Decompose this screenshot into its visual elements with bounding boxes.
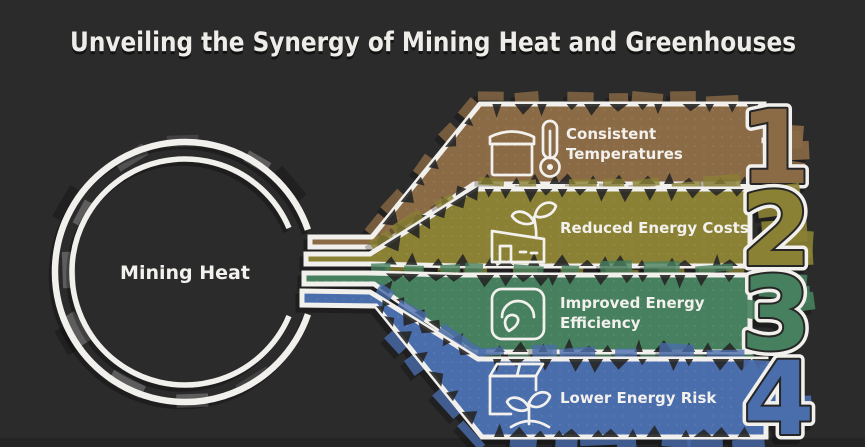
page-title: Unveiling the Synergy of Mining Heat and… (70, 27, 796, 58)
hub-ring (51, 138, 311, 406)
banner-label: Lower Energy Risk (560, 389, 717, 407)
package-sprout-icon (488, 362, 552, 429)
paint-splash-decoration (734, 271, 816, 351)
torn-edge-decoration (383, 186, 744, 266)
number-fill: 3 (741, 255, 812, 374)
factory-sprout-icon (490, 201, 558, 264)
banner-dot-texture (306, 189, 750, 266)
hub-label: Mining Heat (120, 262, 250, 284)
page-title-shadow: Unveiling the Synergy of Mining Heat and… (70, 30, 796, 61)
number-fill: 2 (741, 171, 812, 290)
hub-inner-ring (69, 156, 292, 388)
package-thermometer-icon (488, 119, 561, 178)
bottom-strip (0, 438, 865, 447)
number-outline: 4 (744, 340, 815, 447)
banner-dot-texture (304, 273, 750, 352)
banner-number: 3 3 (734, 250, 817, 380)
gauge-icon (490, 287, 546, 341)
banner-lower-energy-risk: Lower Energy Risk 4 4 (299, 283, 820, 447)
mining-heat-hub: Mining Heat (51, 134, 311, 408)
paint-splash-decoration (733, 359, 813, 419)
banner-dot-texture (310, 104, 764, 247)
banner-number: 4 4 (733, 335, 820, 447)
number-fill: 4 (744, 340, 815, 447)
paint-splash-decoration (738, 111, 810, 183)
paint-splash-decoration (754, 182, 814, 267)
hub-outer-ring (51, 138, 311, 406)
banner-label: Reduced Energy Costs (560, 219, 749, 237)
